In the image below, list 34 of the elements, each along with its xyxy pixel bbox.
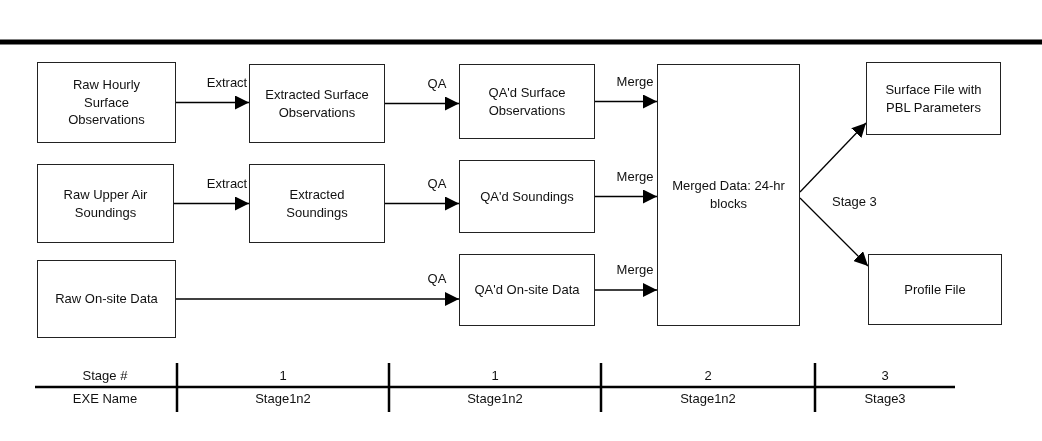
arrow: [594, 94, 658, 109]
table-cell-text: Stage1n2: [255, 391, 311, 406]
arrow: [799, 197, 869, 267]
stage-label: Stage 3: [832, 194, 877, 209]
box-label: Raw On-site Data: [55, 290, 158, 308]
table-cell-text: Stage1n2: [467, 391, 523, 406]
table-cell-text: Stage3: [864, 391, 906, 406]
arrow: [175, 95, 250, 110]
table-cell-text: Stage #: [82, 368, 128, 383]
arrow: [799, 122, 867, 193]
box-label: Surface File with PBL Parameters: [884, 80, 983, 117]
arrow: [594, 189, 658, 204]
box-label: Profile File: [904, 280, 966, 299]
table-cell-text: 3: [881, 368, 889, 383]
arrow: [594, 283, 658, 297]
table-cell-text: 1: [279, 368, 287, 383]
table-cell-text: EXE Name: [72, 391, 138, 406]
box-label: QA'd Soundings: [480, 187, 574, 206]
box-label: Extracted Surface Observations: [264, 85, 370, 122]
box-label: QA'd Surface Observations: [487, 83, 567, 120]
box-label: Extracted Soundings: [285, 185, 349, 222]
table-cell-text: Stage1n2: [680, 391, 736, 406]
box-label: Merged Data: 24-hr blocks: [672, 177, 785, 213]
box-label: QA'd On-site Data: [474, 281, 580, 299]
arrow: [384, 96, 460, 111]
arrow: [175, 292, 460, 306]
table-cell-text: 1: [491, 368, 499, 383]
box-label: Raw Hourly Surface Observations: [67, 76, 146, 129]
arrow: [173, 196, 250, 211]
box-label: Raw Upper Air Soundings: [62, 185, 149, 222]
edge-label: Merge: [615, 262, 655, 277]
table-cell-text: 2: [704, 368, 712, 383]
edge-label: QA: [426, 271, 448, 286]
arrow: [384, 196, 460, 211]
